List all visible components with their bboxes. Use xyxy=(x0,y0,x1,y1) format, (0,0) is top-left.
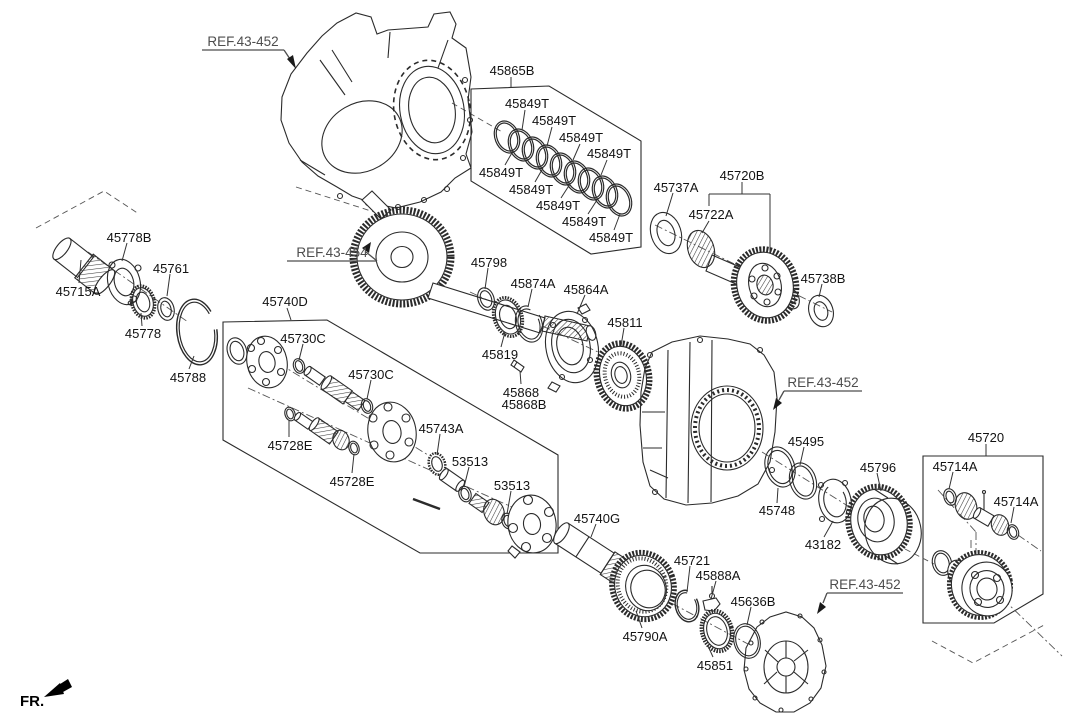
part-label-45761: 45761 xyxy=(152,261,190,276)
part-label-53513-1: 53513 xyxy=(451,454,489,469)
part-label-45495: 45495 xyxy=(787,434,825,449)
part-label-45720b: 45720B xyxy=(719,168,765,183)
part-label-45868: 45868 xyxy=(502,385,540,400)
part-label-45714a-2: 45714A xyxy=(993,494,1039,509)
part-label-45790a: 45790A xyxy=(622,629,668,644)
part-label-45778: 45778 xyxy=(124,326,162,341)
part-label-45720: 45720 xyxy=(967,430,1005,445)
part-label-45874a: 45874A xyxy=(510,276,556,291)
part-label-45865b: 45865B xyxy=(489,63,535,78)
center-parts-chain xyxy=(477,287,653,412)
ref-label-43-452-top: REF.43-452 xyxy=(207,34,279,49)
part-label-45849t-5: 45849T xyxy=(478,165,524,180)
fr-label: FR. xyxy=(20,693,45,710)
output-shaft-group xyxy=(553,522,761,659)
part-label-45849t-4: 45849T xyxy=(586,146,632,161)
part-label-53513-2: 53513 xyxy=(493,478,531,493)
part-label-45796: 45796 xyxy=(859,460,897,475)
part-label-45849t-1: 45849T xyxy=(504,96,550,111)
part-label-45715a: 45715A xyxy=(55,284,101,299)
ref-leaders xyxy=(202,49,903,614)
part-label-45740d: 45740D xyxy=(262,294,308,309)
part-label-45788: 45788 xyxy=(169,370,207,385)
part-label-45811: 45811 xyxy=(607,315,643,330)
part-label-43182: 43182 xyxy=(804,537,842,552)
clutch-plate-rings-45865b xyxy=(493,120,633,217)
part-label-45849t-2: 45849T xyxy=(531,113,577,128)
transfer-gear-set xyxy=(649,211,834,328)
part-label-45849t-7: 45849T xyxy=(535,198,581,213)
part-label-45864a: 45864A xyxy=(563,282,609,297)
leader-lines xyxy=(78,77,1015,658)
part-label-45849t-3: 45849T xyxy=(558,130,604,145)
part-label-45868b: 45868B xyxy=(501,397,547,412)
ref-label-43-452-bottom: REF.43-452 xyxy=(829,577,901,592)
ref-label-43-454: REF.43-454 xyxy=(296,245,368,260)
part-label-45748: 45748 xyxy=(758,503,796,518)
part-label-45738b: 45738B xyxy=(800,271,846,286)
part-label-45778b: 45778B xyxy=(106,230,152,245)
transaxle-case-top xyxy=(280,11,474,211)
part-label-45740g: 45740G xyxy=(573,511,621,526)
planet-carrier-group xyxy=(226,335,557,559)
transaxle-case-bottom xyxy=(743,611,827,713)
one-way-clutch-group xyxy=(52,237,219,366)
fr-direction-arrow xyxy=(44,679,72,697)
part-label-45849t-6: 45849T xyxy=(508,182,554,197)
part-label-45743a: 45743A xyxy=(418,421,464,436)
part-label-45849t-8: 45849T xyxy=(561,214,607,229)
part-label-45798: 45798 xyxy=(470,255,508,270)
part-label-45819: 45819 xyxy=(481,347,519,362)
part-label-45849t-9: 45849T xyxy=(588,230,634,245)
part-label-45728e-2: 45728E xyxy=(329,474,375,489)
part-label-45737a: 45737A xyxy=(653,180,699,195)
part-label-45730c-2: 45730C xyxy=(348,367,394,382)
part-label-45636b: 45636B xyxy=(730,594,776,609)
rear-planetary-group xyxy=(931,488,1020,620)
group-boxes xyxy=(222,85,1044,624)
part-label-45728e-1: 45728E xyxy=(267,438,313,453)
part-label-45722a: 45722A xyxy=(688,207,734,222)
part-label-45851: 45851 xyxy=(696,658,734,673)
part-label-45730c-1: 45730C xyxy=(280,331,326,346)
ref-label-43-452-mid: REF.43-452 xyxy=(787,375,859,390)
part-label-45888a: 45888A xyxy=(695,568,741,583)
transaxle-case-middle xyxy=(639,335,778,506)
part-label-45721: 45721 xyxy=(673,553,711,568)
part-label-45714a-1: 45714A xyxy=(932,459,978,474)
brake-clutch-chain xyxy=(764,446,922,565)
